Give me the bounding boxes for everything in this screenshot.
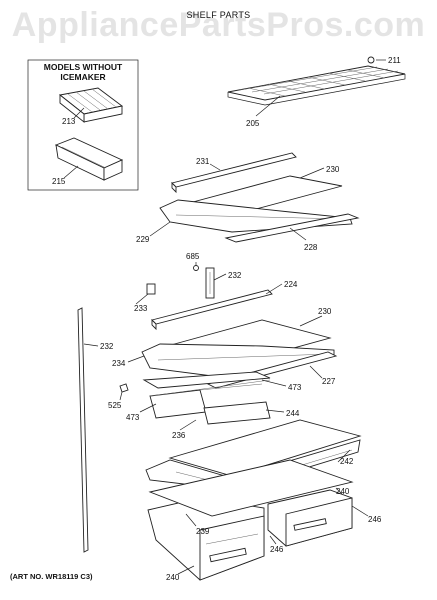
- models-box: [27, 59, 139, 191]
- callout-213: 213: [62, 117, 76, 126]
- callout-224: 224: [284, 280, 298, 289]
- callout-229: 229: [136, 235, 150, 244]
- center-bracket: [205, 267, 215, 299]
- side-rail: [77, 307, 89, 553]
- wire-shelf: [227, 65, 406, 106]
- callout-473-right: 473: [288, 383, 302, 392]
- crisper-drawer-right: [267, 489, 353, 547]
- callout-240-right: 240: [336, 487, 350, 496]
- drawer-slide-frame: [142, 371, 271, 425]
- callout-242: 242: [340, 457, 354, 466]
- callout-525: 525: [108, 401, 122, 410]
- callout-240-left: 240: [166, 573, 180, 582]
- callout-473-left: 473: [126, 413, 140, 422]
- callout-233: 233: [134, 304, 148, 313]
- callout-232-rail: 232: [100, 342, 114, 351]
- callout-232-bracket: 232: [228, 271, 242, 280]
- callout-231: 231: [196, 157, 210, 166]
- callout-205: 205: [246, 119, 260, 128]
- shelf-support-stud: [146, 283, 156, 295]
- callout-244: 244: [286, 409, 300, 418]
- callout-246-right: 246: [368, 515, 382, 524]
- models-box-heading: MODELS WITHOUT ICEMAKER: [43, 62, 123, 82]
- shelf-assembly-upper: [159, 152, 360, 243]
- art-number: (ART NO. WR18119 C3): [10, 572, 93, 581]
- diagram-title: SHELF PARTS: [186, 10, 251, 20]
- watermark: AppliancePartsPros.com: [11, 6, 426, 44]
- callout-246-center: 246: [270, 545, 284, 554]
- callout-211: 211: [388, 56, 401, 65]
- callout-227: 227: [322, 377, 336, 386]
- clip: [119, 383, 129, 393]
- callout-230-middle: 230: [318, 307, 332, 316]
- callout-685: 685: [186, 252, 200, 261]
- callout-228: 228: [304, 243, 318, 252]
- shelf-track: [151, 289, 273, 331]
- leader-lines: [63, 59, 386, 575]
- callout-215: 215: [52, 177, 66, 186]
- callout-230-upper: 230: [326, 165, 340, 174]
- ice-bin: [54, 137, 124, 181]
- drawer-cover-frame: [148, 459, 354, 517]
- callout-236: 236: [172, 431, 186, 440]
- callout-239: 239: [196, 527, 210, 536]
- ice-tray: [58, 87, 124, 123]
- screw: [367, 56, 375, 64]
- shelf-screw: [193, 265, 199, 271]
- callout-234: 234: [112, 359, 126, 368]
